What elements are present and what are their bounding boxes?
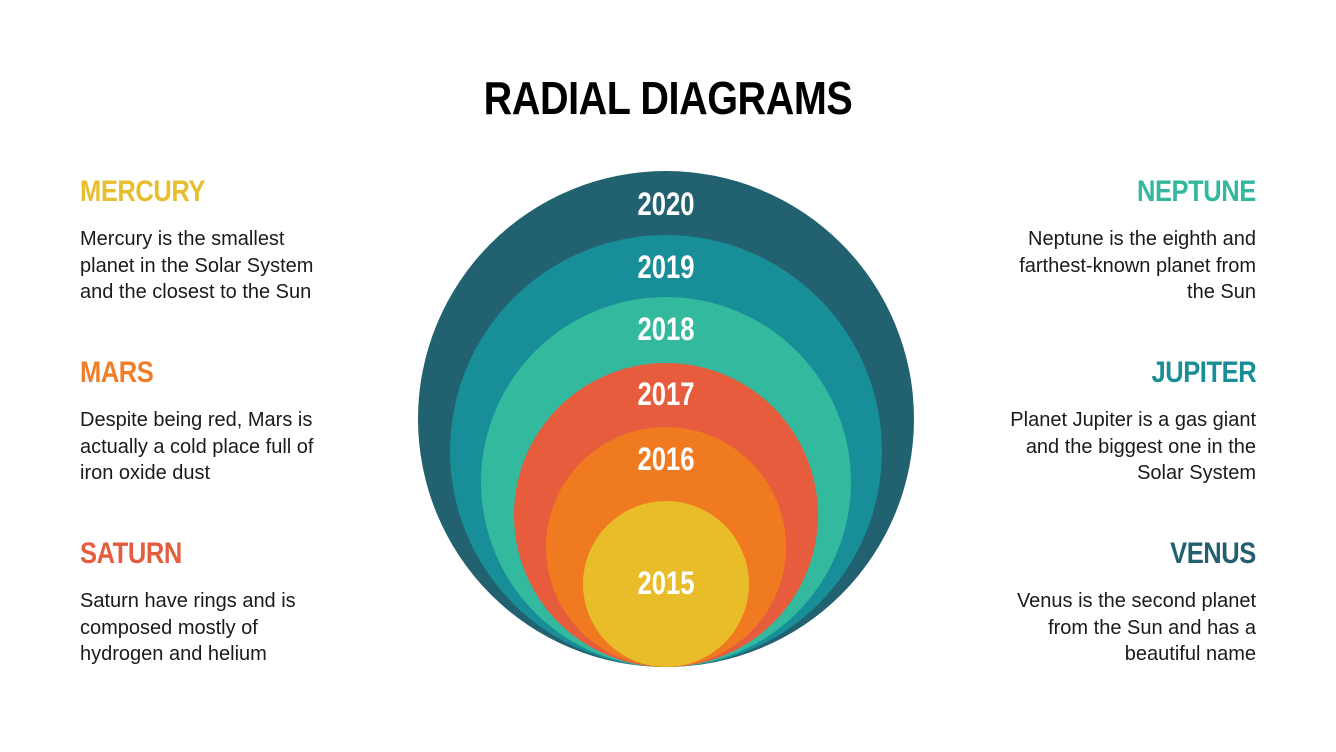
desc-line: and the biggest one in the (1025, 435, 1256, 458)
saturn-heading: SATURN (80, 537, 182, 570)
desc-line: planet in the Solar System (80, 254, 314, 277)
page-title: RADIAL DIAGRAMS (483, 72, 853, 124)
neptune-heading: NEPTUNE (1137, 175, 1256, 208)
radial-diagram: 2020 2019 2018 2017 2016 2015 (418, 171, 914, 667)
neptune-description: Neptune is the eighth and farthest-known… (956, 226, 1256, 306)
desc-line: farthest-known planet from (1019, 254, 1256, 277)
mars-description: Despite being red, Mars is actually a co… (80, 407, 380, 487)
desc-line: from the Sun and has a (1048, 616, 1256, 639)
mercury-description: Mercury is the smallest planet in the So… (80, 226, 380, 306)
jupiter-description: Planet Jupiter is a gas giant and the bi… (956, 407, 1256, 487)
mars-block: MARS Despite being red, Mars is actually… (80, 355, 380, 487)
neptune-block: NEPTUNE Neptune is the eighth and farthe… (956, 174, 1256, 306)
venus-heading: VENUS (1170, 537, 1256, 570)
ring-2015: 2015 (583, 501, 749, 667)
saturn-description: Saturn have rings and is composed mostly… (80, 588, 380, 668)
desc-line: Planet Jupiter is a gas giant (1010, 409, 1256, 431)
desc-line: Venus is the second planet (1016, 590, 1256, 612)
desc-line: the Sun (1187, 281, 1256, 303)
mars-heading: MARS (80, 356, 154, 389)
desc-line: and the closest to the Sun (80, 281, 312, 303)
ring-label-2018: 2018 (637, 311, 695, 347)
ring-label-2020: 2020 (637, 186, 695, 222)
desc-line: actually a cold place full of (80, 435, 314, 458)
desc-line: Solar System (1137, 462, 1256, 484)
mercury-heading: MERCURY (80, 175, 206, 208)
desc-line: Neptune is the eighth and (1028, 228, 1256, 250)
desc-line: Despite being red, Mars is (80, 409, 313, 431)
jupiter-block: JUPITER Planet Jupiter is a gas giant an… (956, 355, 1256, 487)
ring-label-2019: 2019 (637, 249, 695, 285)
desc-line: Saturn have rings and is (80, 590, 296, 612)
jupiter-heading: JUPITER (1151, 356, 1256, 389)
desc-line: composed mostly of (80, 616, 258, 639)
venus-description: Venus is the second planet from the Sun … (956, 588, 1256, 668)
ring-label-2016: 2016 (637, 441, 695, 477)
venus-block: VENUS Venus is the second planet from th… (956, 536, 1256, 668)
desc-line: Mercury is the smallest (80, 228, 285, 250)
desc-line: iron oxide dust (80, 462, 211, 484)
ring-label-2015: 2015 (637, 565, 695, 601)
ring-label-2017: 2017 (637, 376, 695, 412)
desc-line: beautiful name (1124, 643, 1256, 665)
mercury-block: MERCURY Mercury is the smallest planet i… (80, 174, 380, 306)
desc-line: hydrogen and helium (80, 643, 267, 665)
saturn-block: SATURN Saturn have rings and is composed… (80, 536, 380, 668)
